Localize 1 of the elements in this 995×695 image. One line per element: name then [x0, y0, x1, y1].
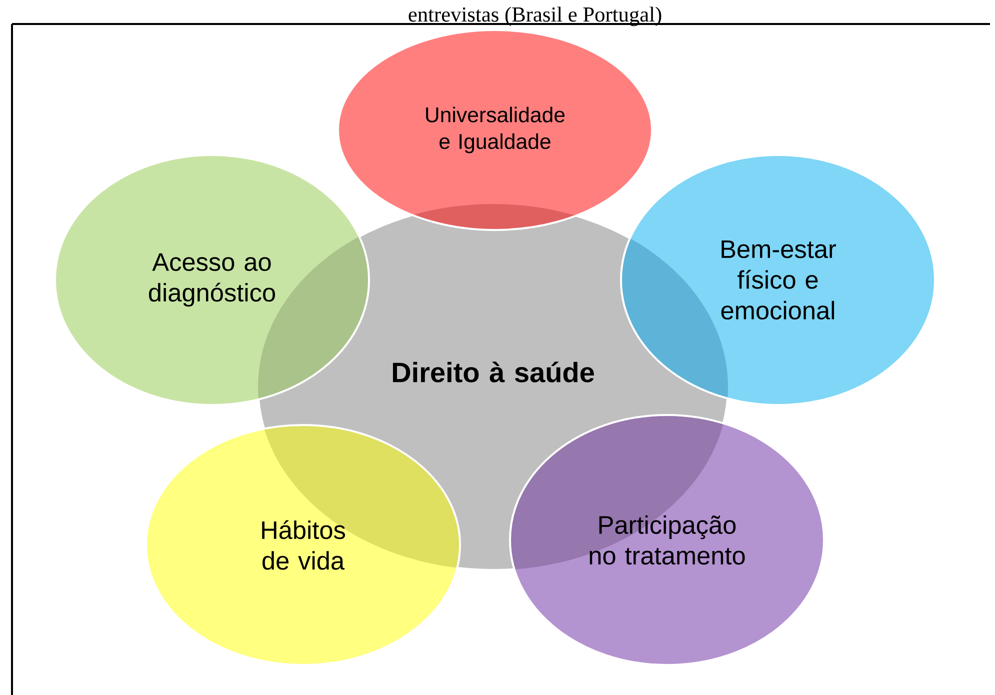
figure-title: entrevistas (Brasil e Portugal) [408, 6, 662, 26]
